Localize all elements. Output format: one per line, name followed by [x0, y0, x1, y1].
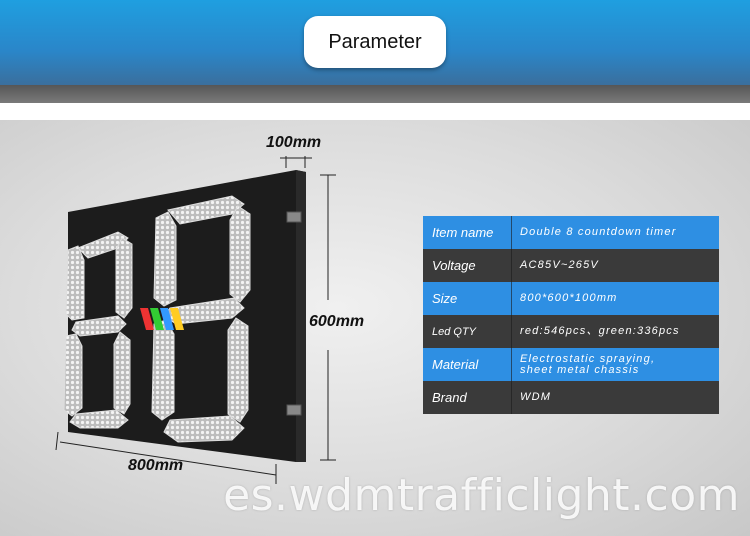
spec-key: Size	[432, 291, 458, 306]
brand-logo	[140, 308, 184, 330]
spec-value: 800*600*100mm	[520, 292, 618, 304]
spec-value: AC85V~265V	[520, 259, 599, 271]
height-label: 600mm	[309, 313, 365, 330]
spec-row: Size 800*600*100mm	[423, 282, 719, 315]
spec-key: Led QTY	[432, 325, 477, 338]
spec-key: Voltage	[432, 258, 476, 273]
spec-row: Material Electrostatic spraying, sheet m…	[423, 348, 719, 381]
spec-value: Double 8 countdown timer	[520, 226, 677, 238]
spec-key: Material	[432, 357, 479, 372]
width-label: 800mm	[128, 457, 184, 474]
spec-row: Led QTY red:546pcs、green:336pcs	[423, 315, 719, 348]
spec-value: WDM	[520, 391, 552, 403]
spec-table: Item name Double 8 countdown timer Volta…	[423, 216, 719, 414]
spec-row: Item name Double 8 countdown timer	[423, 216, 719, 249]
spec-key: Item name	[432, 225, 494, 240]
spec-value: Electrostatic spraying, sheet metal chas…	[520, 352, 656, 376]
spec-row: Brand WDM	[423, 381, 719, 414]
header-strip	[0, 85, 750, 103]
watermark-url: es.wdmtrafficlight.com	[223, 470, 740, 521]
spec-row: Voltage AC85V~265V	[423, 249, 719, 282]
spec-key: Brand	[432, 390, 467, 405]
depth-label: 100mm	[266, 134, 322, 151]
section-title: Parameter	[304, 16, 446, 68]
spec-value: red:546pcs、green:336pcs	[520, 325, 680, 337]
